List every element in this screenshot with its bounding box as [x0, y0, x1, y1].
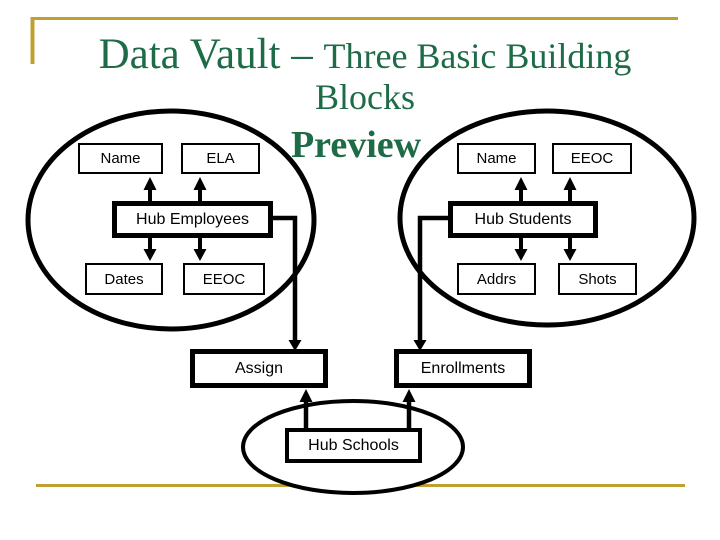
left-ellipse-arrows: [143, 177, 207, 261]
left-satellite-eeoc-box: EEOC: [183, 263, 265, 295]
slide-title: Data Vault – Three Basic Building Blocks: [30, 31, 700, 118]
right-satellite-addrs-box: Addrs: [457, 263, 536, 295]
left-satellite-name-box: Name: [78, 143, 163, 174]
hub-students-box: Hub Students: [448, 201, 598, 238]
right-satellite-eeoc-box: EEOC: [552, 143, 632, 174]
hub-students-to-enrollments-connector: [413, 215, 450, 351]
hub-schools-box: Hub Schools: [285, 428, 422, 463]
slide-title-sub-line1: Three Basic Building: [323, 36, 632, 76]
hub-employees-to-assign-connector: [271, 215, 302, 351]
right-satellite-shots-box: Shots: [558, 263, 637, 295]
right-ellipse-arrows: [514, 177, 577, 261]
left-satellite-dates-box: Dates: [85, 263, 163, 295]
hub-employees-box: Hub Employees: [112, 201, 273, 238]
left-satellite-ela-box: ELA: [181, 143, 260, 174]
hub-schools-to-links-arrows: [299, 389, 416, 430]
slide-title-sub-line2: Blocks: [314, 77, 415, 118]
right-satellite-name-box: Name: [457, 143, 536, 174]
enrollments-link-box: Enrollments: [394, 349, 532, 388]
slide-title-main: Data Vault –: [98, 31, 324, 78]
preview-label: Preview: [290, 124, 422, 166]
assign-link-box: Assign: [190, 349, 328, 388]
